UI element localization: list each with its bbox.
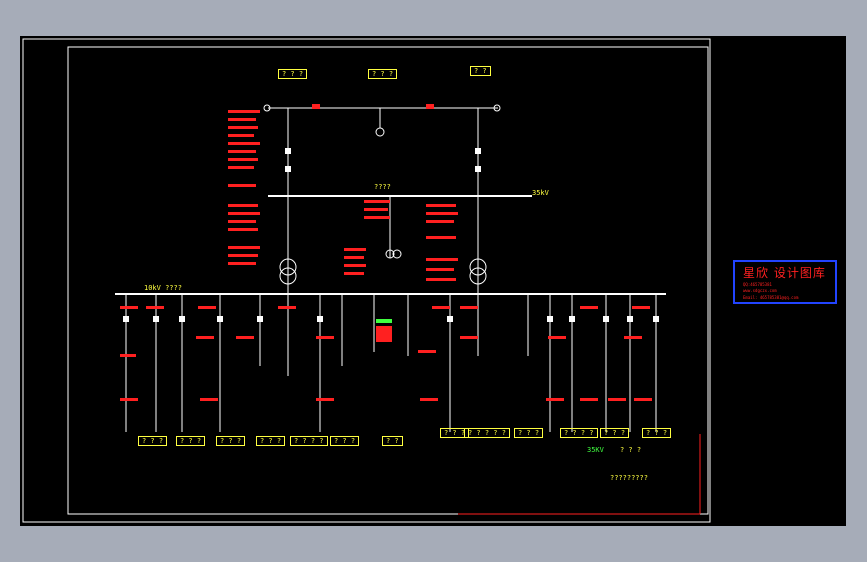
stamp-line-2: www.sdgczx.com [743,288,777,293]
top-box-center: ? ? ? [368,69,398,79]
annotation-blocks [120,110,652,401]
drawing-canvas[interactable]: ? ? ? ? ? ? ? ? ???? 35kV 10kV ???? ? ? … [20,36,846,526]
top-box-left: ? ? ? [278,69,308,79]
stamp-title: 星欣 设计图库 [743,266,826,280]
top-box-right: ? ? [470,66,491,76]
single-line-diagram [22,38,711,523]
feeder-box-12: ? ? ? [600,428,630,438]
transformer-feeders [279,196,487,294]
stamp-line-1: QQ:465785381 [743,282,772,287]
footer-note: ????????? [610,474,648,482]
feeder-box-5: ? ? ? ? [290,436,328,446]
feeder-box-13: ? ? ? [642,428,672,438]
question-label: ? ? ? [620,446,642,454]
feeder-box-4: ? ? ? [256,436,286,446]
bus-label-center: ???? [374,183,391,191]
feeder-breakers [123,316,659,322]
feeder-box-6: ? ? ? [330,436,360,446]
feeder-box-8: ? ? ? [440,428,470,438]
feeder-box-1: ? ? ? [138,436,168,446]
green-voltage-label: 35KV [587,446,604,454]
green-marker [376,319,392,323]
feeder-box-7: ? ? [382,436,403,446]
feeder-box-9: ? ? ? ? ? [464,428,510,438]
feeder-box-3: ? ? ? [216,436,246,446]
bus-label-right: 35kV [532,189,549,197]
stamp-line-3: Email: 465785381@qq.com [743,295,799,300]
feeder-box-11: ? ? ? ? [560,428,598,438]
inner-frame [67,46,709,515]
incoming-breakers [285,104,481,172]
outgoing-feeders [125,294,657,432]
outer-frame [22,38,711,523]
watermark-stamp: 星欣 设计图库 QQ:465785381 www.sdgczx.com Emai… [733,260,837,304]
feeder-box-2: ? ? ? [176,436,206,446]
feeder-box-10: ? ? ? [514,428,544,438]
lower-bus-label: 10kV ???? [144,284,182,292]
